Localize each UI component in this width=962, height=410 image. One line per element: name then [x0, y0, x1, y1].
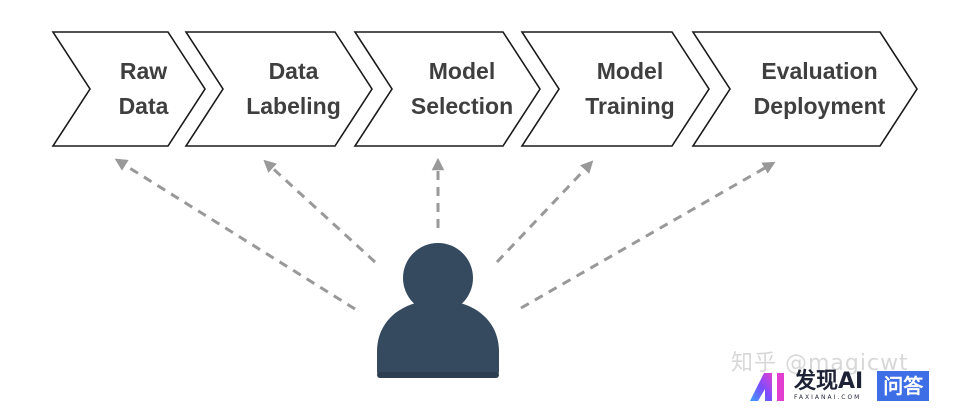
step-label-line: Selection [411, 93, 513, 119]
brand-badge: 问答 [877, 371, 930, 401]
dashed-arrow-to-data-labeling [263, 159, 377, 264]
brand-domain: FAXIANAI.COM [794, 394, 862, 401]
step-label-line: Model [429, 58, 495, 84]
step-label-line: Raw [120, 58, 167, 84]
dashed-arrow-to-model-training [495, 160, 594, 264]
brand-logo-group: 发现AI FAXIANAI.COM 问答 [748, 368, 930, 404]
brand-name: 发现AI [794, 369, 864, 394]
person-icon [377, 243, 499, 378]
dashed-arrow-to-raw-data [114, 158, 356, 311]
chevron-shape [184, 31, 373, 147]
ai-logo-icon [750, 373, 784, 401]
step-label-line: Evaluation [761, 58, 877, 84]
chevron-shape [691, 31, 918, 147]
step-label-line: Training [585, 93, 674, 119]
chevron-shape [353, 31, 541, 147]
chevron-shape [520, 31, 710, 147]
chevron-shape [51, 31, 206, 147]
dashed-arrow-to-evaluation-deployment [520, 161, 776, 310]
step-label-line: Deployment [754, 93, 886, 119]
step-label-line: Data [269, 58, 319, 84]
step-label-line: Model [597, 58, 663, 84]
step-label-line: Data [119, 93, 169, 119]
step-label-line: Labeling [246, 93, 341, 119]
